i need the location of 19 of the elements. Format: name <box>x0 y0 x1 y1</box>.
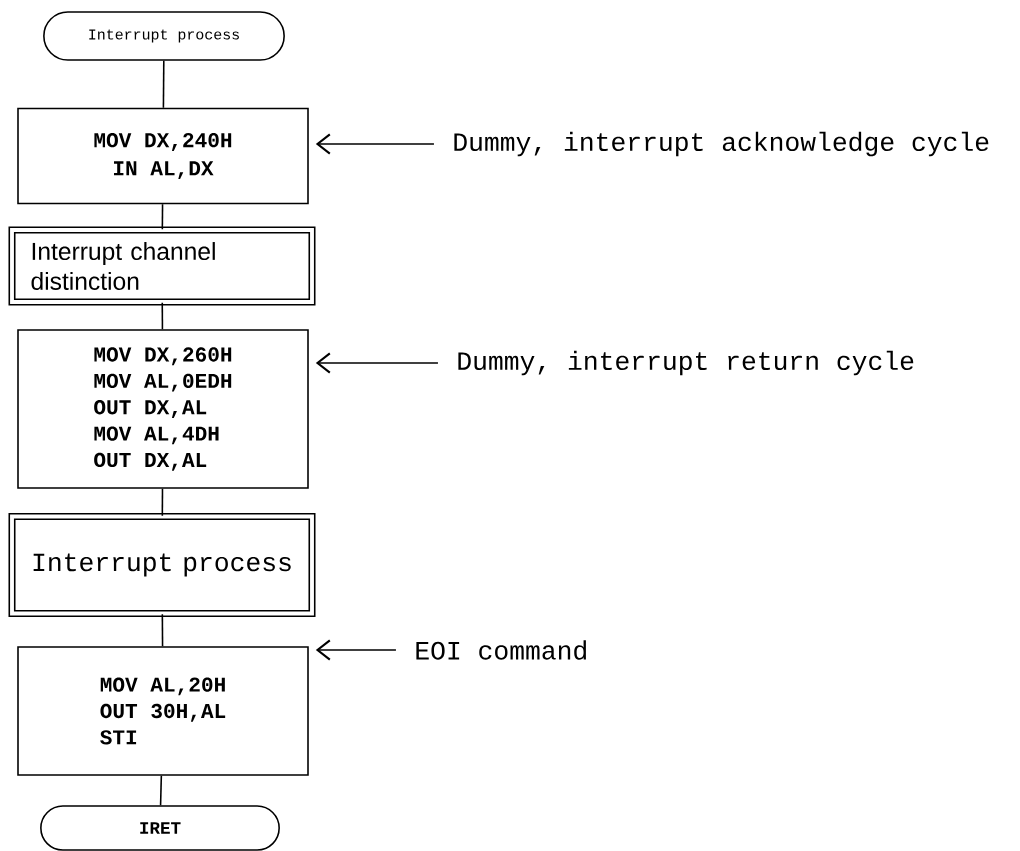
flow-line <box>159 775 163 806</box>
process-box: MOV AL,20H OUT 30H,AL STI <box>17 646 309 776</box>
process-box: MOV DX,240H IN AL,DX <box>17 107 309 205</box>
terminal-box: Interrupt process <box>43 11 285 61</box>
leader-arrow <box>315 639 397 661</box>
annotation-text: Dummy, interrupt return cycle <box>458 350 914 376</box>
subroutine-box: Interrupt channel distinction <box>8 226 316 306</box>
flow-line <box>161 488 164 517</box>
annotation-text: EOI command <box>416 640 586 660</box>
subroutine-box: Interrupt process <box>8 513 316 618</box>
leader-arrow <box>315 352 439 374</box>
annotation-text: Dummy, interrupt acknowledge cycle <box>454 131 989 157</box>
flow-line <box>161 613 164 647</box>
flow-line <box>162 60 165 109</box>
flow-line <box>161 302 164 330</box>
leader-arrow <box>315 133 435 155</box>
process-box: MOV DX,260H MOV AL,0EDH OUT DX,AL MOV AL,4DH OUT DX,AL <box>17 329 309 489</box>
terminal-box: IRET <box>40 805 280 851</box>
flow-line <box>161 203 164 230</box>
